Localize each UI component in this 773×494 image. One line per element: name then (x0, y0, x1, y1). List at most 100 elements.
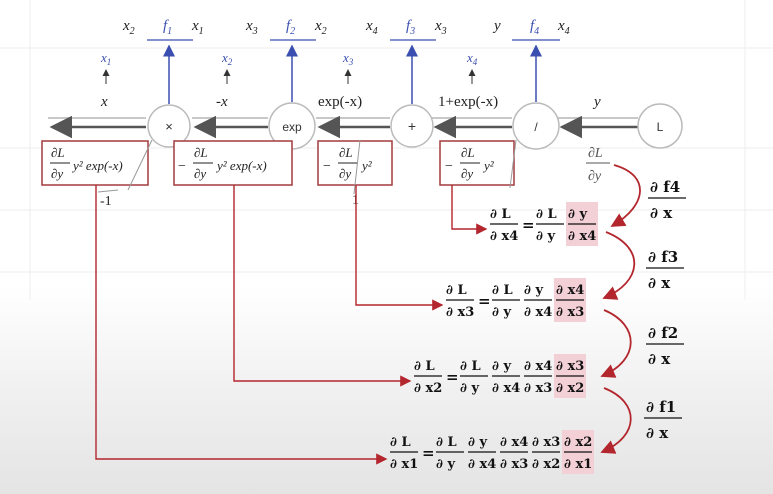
chain-rule-equations: ∂ L∂ x4=∂ L∂ y∂ y∂ x4∂ L∂ x3=∂ L∂ y∂ y∂ … (390, 202, 598, 474)
svg-text:exp(-x): exp(-x) (318, 94, 362, 110)
fraction-numerator: ∂ L (492, 283, 513, 298)
chain-f4: ∂ f4 ∂ x (648, 178, 686, 222)
dl-dy-root: ∂L ∂y (586, 146, 610, 184)
svg-text:y²: y² (482, 158, 495, 173)
svg-text:∂L: ∂L (461, 145, 475, 160)
edge-variables: x1 x2 x3 x4 (100, 50, 478, 67)
svg-text:∂L: ∂L (339, 145, 353, 160)
fraction-denominator: ∂ x2 (532, 457, 560, 472)
fraction-denominator: ∂ x3 (524, 381, 552, 396)
gray-connectors (97, 139, 517, 195)
equation-factor: ∂ L∂ y (536, 207, 564, 244)
svg-text:+: + (408, 118, 416, 134)
svg-text:exp: exp (282, 120, 302, 134)
fraction-numerator: ∂ L (490, 207, 511, 222)
edge-variable-arrows (102, 69, 476, 84)
equation-lhs: ∂ L ∂ x3 (446, 283, 474, 320)
equation-factor: ∂ L∂ y (460, 359, 488, 396)
fraction-numerator: ∂ L (446, 283, 467, 298)
svg-text:∂y: ∂y (461, 166, 473, 181)
fraction-numerator: ∂ L (460, 359, 481, 374)
equation-factor: ∂ x3 ∂ x2 (554, 354, 586, 398)
svg-text:x2: x2 (221, 50, 233, 67)
svg-text:x4: x4 (365, 18, 378, 37)
function-label-f4: y f4 x4 (492, 18, 570, 41)
fraction-numerator: ∂ L (536, 207, 557, 222)
svg-text:∂ f3: ∂ f3 (648, 248, 678, 266)
svg-text:x3: x3 (245, 18, 258, 37)
fraction-denominator: ∂ x3 (446, 305, 474, 320)
fraction-numerator: ∂ x4 (500, 435, 528, 450)
fraction-numerator: ∂ x3 (532, 435, 560, 450)
equation-factor: ∂ x4∂ x3 (500, 435, 528, 472)
svg-text:x4: x4 (466, 50, 478, 67)
svg-text:∂y: ∂y (588, 169, 602, 184)
fraction-numerator: ∂ L (436, 435, 457, 450)
fraction-denominator: ∂ x4 (490, 229, 518, 244)
function-labels: x2 f1 x1 x3 f2 x2 x4 f3 x3 y f4 x4 (122, 18, 570, 41)
graph-nodes: × exp + / L (147, 102, 683, 150)
equation-lhs: ∂ L ∂ x4 (490, 207, 518, 244)
svg-text:×: × (165, 119, 173, 134)
fraction-numerator: ∂ y (468, 435, 487, 450)
node-multiply: × (147, 104, 191, 148)
gradient-boxes: ∂L ∂y y² exp(-x) − ∂L ∂y y² exp(-x) − ∂L… (41, 140, 610, 186)
svg-text:y² exp(-x): y² exp(-x) (215, 158, 267, 173)
fraction-denominator: ∂ x4 (492, 381, 520, 396)
equation-x4: ∂ L∂ x4=∂ L∂ y∂ y∂ x4 (490, 202, 598, 246)
fraction-denominator: ∂ x3 (556, 305, 584, 320)
chain-fractions: ∂ f4 ∂ x ∂ f3 ∂ x ∂ f2 ∂ x ∂ f1 ∂ x (644, 178, 686, 442)
svg-text:x4: x4 (557, 18, 570, 37)
equals-sign: = (478, 292, 491, 310)
fraction-denominator: ∂ x2 (556, 381, 584, 396)
svg-text:y² exp(-x): y² exp(-x) (71, 158, 123, 173)
fraction-numerator: ∂ y (568, 207, 587, 222)
fraction-numerator: ∂ L (390, 435, 411, 450)
svg-text:x3: x3 (434, 18, 447, 37)
equation-x1: ∂ L∂ x1=∂ L∂ y∂ y∂ x4∂ x4∂ x3∂ x3∂ x2∂ x… (390, 430, 594, 474)
node-loss: L (637, 103, 683, 149)
fraction-denominator: ∂ y (492, 305, 511, 320)
svg-text:x2: x2 (122, 18, 135, 37)
fraction-numerator: ∂ x3 (556, 359, 584, 374)
edge-values: x -x exp(-x) 1+exp(-x) y (100, 94, 601, 110)
value-minus-one: -1 (100, 194, 112, 209)
node-output-arrows (163, 44, 542, 104)
equation-lhs: ∂ L∂ x1 (390, 435, 418, 472)
equation-lhs: ∂ L∂ x2 (414, 359, 442, 396)
svg-text:∂L: ∂L (588, 146, 603, 161)
fraction-numerator: ∂ x4 (556, 283, 584, 298)
svg-text:−: − (323, 159, 331, 174)
svg-text:∂y: ∂y (194, 166, 206, 181)
gradient-box-3: − ∂L ∂y y² (317, 140, 393, 186)
svg-text:−: − (445, 159, 453, 174)
svg-text:y²: y² (360, 158, 373, 173)
node-divide: / (512, 102, 560, 150)
equals-sign: = (422, 444, 435, 462)
equation-factor: ∂ x4∂ x3 (524, 359, 552, 396)
equation-factor: ∂ L ∂ y (492, 283, 520, 320)
chain-f2: ∂ f2 ∂ x (646, 324, 684, 368)
node-add: + (390, 104, 434, 148)
svg-text:f3: f3 (406, 18, 415, 37)
svg-text:−: − (178, 159, 186, 174)
equation-factor: ∂ x4 ∂ x3 (554, 278, 586, 322)
svg-text:f1: f1 (163, 18, 172, 37)
chain-f3: ∂ f3 ∂ x (646, 248, 684, 292)
svg-text:-x: -x (216, 94, 228, 110)
function-label-f1: x2 f1 x1 (122, 18, 204, 41)
fraction-numerator: ∂ y (492, 359, 511, 374)
svg-text:/: / (534, 120, 538, 134)
svg-text:∂ x: ∂ x (646, 424, 669, 442)
svg-text:∂ f2: ∂ f2 (648, 324, 678, 342)
equation-factor: ∂ L∂ y (436, 435, 464, 472)
equation-factor: ∂ y∂ x4 (566, 202, 598, 246)
svg-text:∂ x: ∂ x (648, 350, 671, 368)
node-exp: exp (268, 102, 316, 150)
svg-text:y: y (492, 18, 501, 34)
equation-factor: ∂ y ∂ x4 (492, 359, 520, 396)
chain-f1: ∂ f1 ∂ x (644, 398, 682, 442)
fraction-numerator: ∂ L (414, 359, 435, 374)
svg-text:∂ x: ∂ x (648, 274, 671, 292)
